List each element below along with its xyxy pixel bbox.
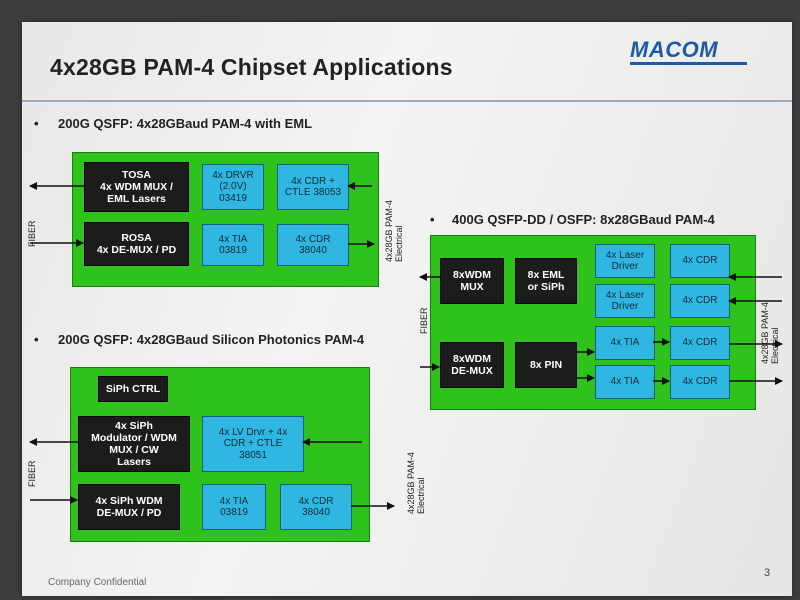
- section-heading-200g-eml: 200G QSFP: 4x28GBaud PAM-4 with EML: [58, 116, 313, 131]
- fiber-label: FIBER: [27, 220, 37, 247]
- footer-confidential: Company Confidential: [48, 577, 147, 588]
- slide: 4x28GB PAM-4 Chipset Applications MACOM …: [22, 22, 792, 596]
- tia-block-1: 4x TIA: [595, 326, 655, 360]
- slide-title: 4x28GB PAM-4 Chipset Applications: [50, 54, 453, 80]
- bullet-marker: •: [430, 212, 435, 227]
- cdr-block-4: 4x CDR: [670, 365, 730, 399]
- cdr-block-3: 4x CDR: [670, 326, 730, 360]
- bullet-marker: •: [34, 332, 39, 347]
- bullet-marker: •: [34, 116, 39, 131]
- tia-block-2: 4x TIA: [595, 365, 655, 399]
- fiber-label: FIBER: [419, 307, 429, 334]
- title-divider: [22, 100, 792, 102]
- fiber-label: FIBER: [27, 460, 37, 487]
- pin-block: 8x PIN: [515, 342, 577, 388]
- macom-logo: MACOM: [630, 37, 719, 62]
- cdr-ctle-block: 4x CDR +CTLE 38053: [277, 164, 349, 210]
- siph-ctrl-block: SiPh CTRL: [98, 376, 168, 402]
- driver-block: 4x DRVR(2.0V)03419: [202, 164, 264, 210]
- cdr-block-1: 4x CDR: [670, 244, 730, 278]
- logo-underline: [630, 62, 747, 65]
- section-heading-200g-siph: 200G QSFP: 4x28GBaud Silicon Photonics P…: [58, 332, 365, 347]
- section-heading-400g: 400G QSFP-DD / OSFP: 8x28GBaud PAM-4: [452, 212, 715, 227]
- cdr-block-2: 4x CDR: [670, 284, 730, 318]
- page-number: 3: [764, 567, 771, 579]
